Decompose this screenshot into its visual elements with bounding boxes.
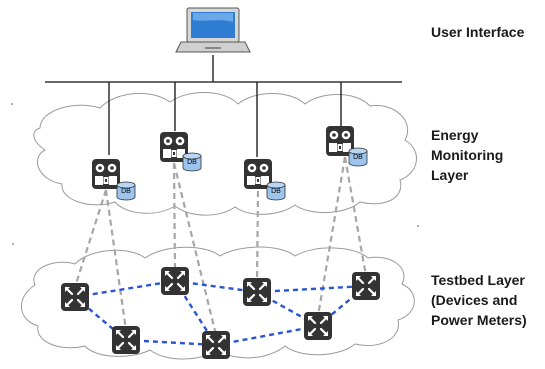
switch-device-icon <box>200 329 232 361</box>
testbed-layer-label: Testbed Layer (Devices and Power Meters) <box>431 272 527 328</box>
switch-device-icon <box>110 324 142 356</box>
database-icon: DB <box>266 181 286 201</box>
svg-text:DB: DB <box>187 159 197 166</box>
database-icon: DB <box>116 181 136 201</box>
switch-device-icon <box>302 310 334 342</box>
database-icon: DB <box>348 147 368 167</box>
switch-device-icon <box>350 270 382 302</box>
speck <box>417 225 419 227</box>
svg-text:DB: DB <box>353 154 363 161</box>
speck <box>12 243 14 245</box>
switch-device-icon <box>241 276 273 308</box>
speck <box>11 103 13 105</box>
monitor-node-icon <box>92 159 120 189</box>
energy-monitoring-layer-label: Energy Monitoring Layer <box>431 127 504 183</box>
svg-text:DB: DB <box>271 188 281 195</box>
laptop-icon <box>175 7 251 53</box>
user-interface-label: User Interface <box>431 24 525 40</box>
switch-device-icon <box>59 281 91 313</box>
database-icon: DB <box>182 152 202 172</box>
switch-device-icon <box>159 265 191 297</box>
svg-text:DB: DB <box>121 188 131 195</box>
ui-bus <box>45 55 402 157</box>
